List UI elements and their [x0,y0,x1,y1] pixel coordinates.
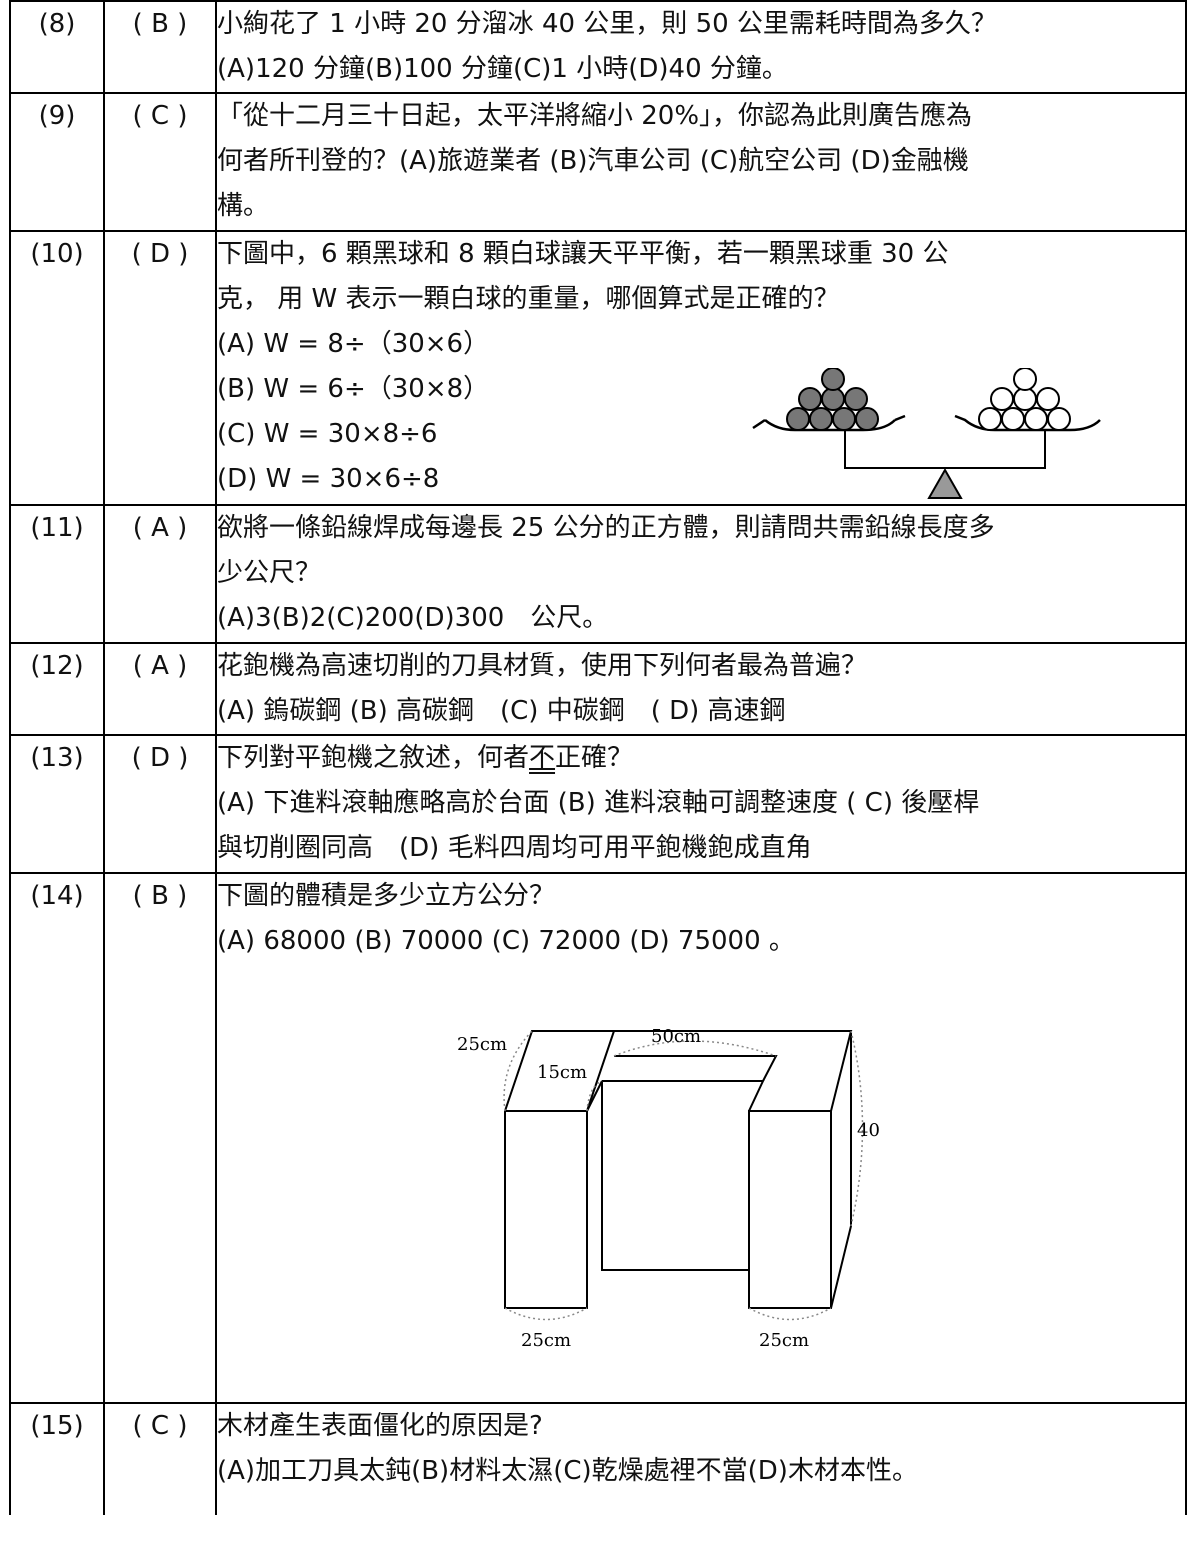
question-text: 下圖的體積是多少立方公分？ (A) 68000 (B) 70000 (C) 72… [215,872,1187,1404]
text-line: 小絢花了 1 小時 20 分溜冰 40 公里，則 50 公里需耗時間為多久？ [217,9,997,39]
question-row: (8) ( B ) 小絢花了 1 小時 20 分溜冰 40 公里，則 50 公里… [9,0,1187,94]
emphasis-not: 不 [529,743,556,773]
question-answer: ( A ) [103,504,217,644]
dim-label-top-length: 50cm [651,1026,701,1047]
question-answer: ( B ) [103,0,217,94]
text-line: 下圖中，6 顆黑球和 8 顆白球讓天平平衡，若一顆黑球重 30 公 [217,239,949,269]
question-answer: ( D ) [103,734,217,874]
question-row: (9) ( C ) 「從十二月三十日起，太平洋將縮小 20%」，你認為此則廣告應… [9,92,1187,232]
text-line: 欲將一條鉛線焊成每邊長 25 公分的正方體，則請問共需鉛線長度多 [217,513,995,543]
text-line: (A)加工刀具太鈍(B)材料太濕(C)乾燥處裡不當(D)木材本性。 [217,1456,918,1486]
question-number: (11) [9,504,105,644]
text-line: 克， 用 W 表示一顆白球的重量，哪個算式是正確的？ [217,284,840,314]
text-line: 「從十二月三十日起，太平洋將縮小 20%」，你認為此則廣告應為 [217,101,973,131]
question-text: 木材產生表面僵化的原因是? (A)加工刀具太鈍(B)材料太濕(C)乾燥處裡不當(… [215,1402,1187,1515]
question-row: (13) ( D ) 下列對平鉋機之敘述，何者不正確？ (A) 下進料滾軸應略高… [9,734,1187,874]
text-part: 下列對平鉋機之敘述，何者 [217,743,530,773]
text-line: 下列對平鉋機之敘述，何者不正確？ [217,736,1185,781]
question-number: (15) [9,1402,105,1515]
text-line: (A) 68000 (B) 70000 (C) 72000 (D) 75000 … [217,926,795,956]
text-line: (A) 下進料滾軸應略高於台面 (B) 進料滾軸可調整速度 ( C) 後壓桿 [217,788,980,818]
question-number: (10) [9,230,105,506]
question-text: 下圖中，6 顆黑球和 8 顆白球讓天平平衡，若一顆黑球重 30 公 克， 用 W… [215,230,1187,506]
text-line: 少公尺？ [217,558,322,588]
balance-scale-figure [752,368,1101,499]
text-line: (B) W = 6÷（30×8） [217,374,490,404]
question-row: (10) ( D ) 下圖中，6 顆黑球和 8 顆白球讓天平平衡，若一顆黑球重 … [9,230,1187,506]
text-line: 木材產生表面僵化的原因是? [217,1411,543,1441]
text-line: (A) 鎢碳鋼 (B) 高碳鋼 (C) 中碳鋼 ( D) 高速鋼 [217,696,786,726]
text-part: 正確？ [555,743,634,773]
question-text: 下列對平鉋機之敘述，何者不正確？ (A) 下進料滾軸應略高於台面 (B) 進料滾… [215,734,1187,874]
dim-label-bottom-right: 25cm [759,1330,809,1351]
question-row: (15) ( C ) 木材產生表面僵化的原因是? (A)加工刀具太鈍(B)材料太… [9,1402,1187,1515]
text-line: 花鉋機為高速切削的刀具材質，使用下列何者最為普遍？ [217,651,868,681]
question-row: (14) ( B ) 下圖的體積是多少立方公分？ (A) 68000 (B) 7… [9,872,1187,1404]
question-answer: ( A ) [103,642,217,736]
question-row: (12) ( A ) 花鉋機為高速切削的刀具材質，使用下列何者最為普遍？ (A)… [9,642,1187,736]
text-line: 何者所刊登的？(A)旅遊業者 (B)汽車公司 (C)航空公司 (D)金融機 [217,146,969,176]
question-number: (8) [9,0,105,94]
question-answer: ( B ) [103,872,217,1404]
question-text: 小絢花了 1 小時 20 分溜冰 40 公里，則 50 公里需耗時間為多久？ (… [215,0,1187,94]
question-number: (14) [9,872,105,1404]
dim-label-height: 40cm [857,1120,879,1141]
question-number: (13) [9,734,105,874]
text-line: (C) W = 30×8÷6 [217,419,438,449]
text-line: 構。 [217,191,270,221]
dim-label-inner-depth: 15cm [537,1062,587,1083]
question-row: (11) ( A ) 欲將一條鉛線焊成每邊長 25 公分的正方體，則請問共需鉛線… [9,504,1187,644]
text-line: (A)120 分鐘(B)100 分鐘(C)1 小時(D)40 分鐘。 [217,54,788,84]
text-line: (A)3(B)2(C)200(D)300 公尺。 [217,603,609,633]
question-text: 欲將一條鉛線焊成每邊長 25 公分的正方體，則請問共需鉛線長度多 少公尺？ (A… [215,504,1187,644]
question-answer: ( D ) [103,230,217,506]
question-answer: ( C ) [103,92,217,232]
question-table: (8) ( B ) 小絢花了 1 小時 20 分溜冰 40 公里，則 50 公里… [9,0,1187,1515]
text-line: (A) W = 8÷（30×6） [217,329,490,359]
u-shape-block-figure: 25cm 15cm 50cm 40cm 25cm 25cm [457,1026,879,1351]
dim-label-bottom-left: 25cm [521,1330,571,1351]
question-answer: ( C ) [103,1402,217,1515]
text-line: (D) W = 30×6÷8 [217,464,440,494]
question-text: 花鉋機為高速切削的刀具材質，使用下列何者最為普遍？ (A) 鎢碳鋼 (B) 高碳… [215,642,1187,736]
question-text: 「從十二月三十日起，太平洋將縮小 20%」，你認為此則廣告應為 何者所刊登的？(… [215,92,1187,232]
dim-label-left-depth: 25cm [457,1034,507,1055]
text-line: 下圖的體積是多少立方公分？ [217,881,556,911]
text-line: 與切削圈同高 (D) 毛料四周均可用平鉋機鉋成直角 [217,833,812,863]
question-number: (12) [9,642,105,736]
question-number: (9) [9,92,105,232]
